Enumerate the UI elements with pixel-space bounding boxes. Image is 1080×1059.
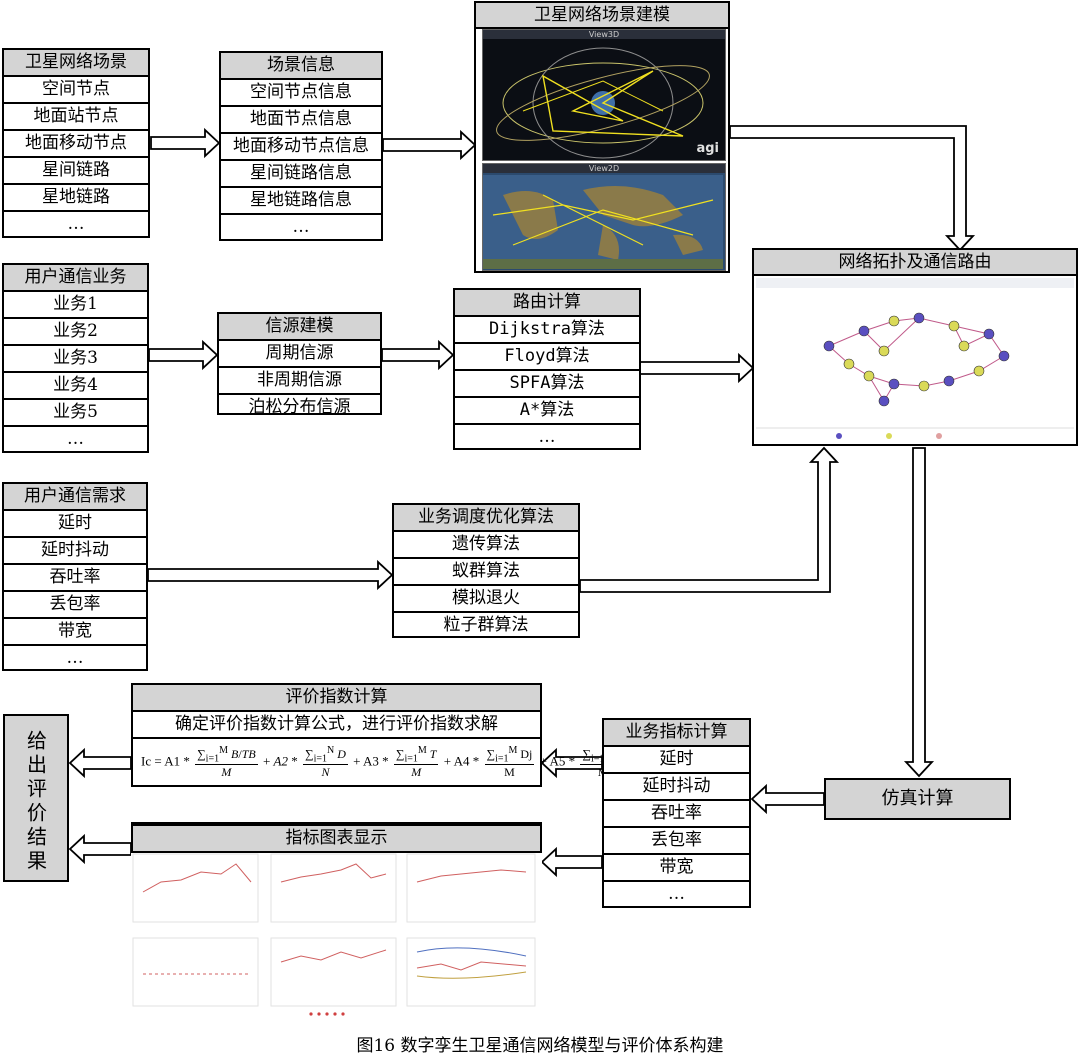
metric-item: 延时 (604, 747, 749, 774)
metric-item: 丢包率 (604, 828, 749, 855)
scheduling-item: 蚁群算法 (394, 559, 578, 586)
scene-info-item: … (292, 217, 310, 237)
demand-item: 丢包率 (4, 592, 146, 619)
scheduling-item: 粒子群算法 (443, 615, 529, 635)
metrics-header: 业务指标计算 (604, 720, 749, 747)
view2d-window: View2D (482, 163, 726, 271)
scene-info-box: 场景信息 空间节点信息 地面节点信息 地面移动节点信息 星间链路信息 星地链路信… (219, 51, 383, 241)
scene-info-item: 空间节点信息 (221, 80, 381, 107)
routing-item: Floyd算法 (455, 344, 639, 371)
service-item: 业务2 (4, 319, 147, 346)
scheduling-item: 遗传算法 (394, 532, 578, 559)
modeling-header: 卫星网络场景建模 (476, 3, 728, 29)
scenario-item: 地面移动节点 (4, 131, 148, 158)
scenario-item: … (67, 214, 85, 234)
metric-item: 吞吐率 (604, 801, 749, 828)
scenario-header: 卫星网络场景 (4, 50, 148, 77)
scene-info-item: 地面节点信息 (221, 107, 381, 134)
source-model-item: 周期信源 (219, 341, 380, 368)
service-item: 业务5 (4, 400, 147, 427)
conclusion-box: 给出评价结果 (3, 714, 69, 882)
scheduling-item: 模拟退火 (394, 586, 578, 613)
scenario-item: 空间节点 (4, 77, 148, 104)
services-box: 用户通信业务 业务1 业务2 业务3 业务4 业务5 … (2, 263, 149, 453)
scheduling-header: 业务调度优化算法 (394, 505, 578, 532)
metric-item: … (668, 884, 685, 904)
view3d-window: View3D agi (482, 29, 726, 161)
agi-logo: agi (696, 141, 719, 156)
metric-item: 带宽 (604, 855, 749, 882)
charts-header: 指标图表显示 (131, 824, 542, 853)
metrics-box: 业务指标计算 延时 延时抖动 吞吐率 丢包率 带宽 … (602, 718, 751, 908)
routing-item: A*算法 (455, 398, 639, 425)
service-item: 业务3 (4, 346, 147, 373)
routing-item: Dijkstra算法 (455, 317, 639, 344)
demand-item: … (66, 648, 84, 668)
topology-header: 网络拓扑及通信路由 (754, 250, 1076, 276)
scenario-item: 星间链路 (4, 158, 148, 185)
view3d-title: View3D (483, 30, 725, 39)
evaluation-subtitle: 确定评价指数计算公式，进行评价指数求解 (133, 712, 540, 739)
source-model-item: 非周期信源 (219, 368, 380, 395)
evaluation-header: 评价指数计算 (133, 685, 540, 712)
topology-panel: 网络拓扑及通信路由 (752, 248, 1078, 446)
service-item: 业务1 (4, 292, 147, 319)
routing-box: 路由计算 Dijkstra算法 Floyd算法 SPFA算法 A*算法 … (453, 288, 641, 450)
scheduling-box: 业务调度优化算法 遗传算法 蚁群算法 模拟退火 粒子群算法 (392, 503, 580, 638)
charts-box: 指标图表显示 (131, 822, 542, 1022)
source-model-item: 泊松分布信源 (248, 397, 351, 417)
routing-header: 路由计算 (455, 290, 639, 317)
source-model-header: 信源建模 (219, 314, 380, 341)
world-map-image (483, 175, 723, 269)
modeling-panel: 卫星网络场景建模 View3D agi View2D (474, 1, 730, 273)
simulation-box: 仿真计算 (824, 778, 1011, 820)
scene-info-item: 星间链路信息 (221, 161, 381, 188)
demands-box: 用户通信需求 延时 延时抖动 吞吐率 丢包率 带宽 … (2, 482, 148, 671)
scenario-item: 地面站节点 (4, 104, 148, 131)
conclusion-label: 给出评价结果 (23, 730, 48, 874)
scene-info-item: 地面移动节点信息 (221, 134, 381, 161)
figure-caption: 图16 数字孪生卫星通信网络模型与评价体系构建 (356, 1036, 724, 1056)
indicator-charts-image (132, 853, 536, 1016)
demand-item: 带宽 (4, 619, 146, 646)
scenario-box: 卫星网络场景 空间节点 地面站节点 地面移动节点 星间链路 星地链路 … (2, 48, 150, 238)
evaluation-box: 评价指数计算 确定评价指数计算公式，进行评价指数求解 Ic = A1 * ∑i=… (131, 683, 626, 787)
view2d-title: View2D (483, 164, 725, 173)
topology-graph-image (756, 278, 1074, 439)
demand-item: 延时 (4, 511, 146, 538)
demand-item: 吞吐率 (4, 565, 146, 592)
service-item: … (67, 429, 84, 449)
routing-item: SPFA算法 (455, 371, 639, 398)
services-header: 用户通信业务 (4, 265, 147, 292)
demand-item: 延时抖动 (4, 538, 146, 565)
routing-item: … (538, 427, 556, 447)
scene-info-header: 场景信息 (221, 53, 381, 80)
service-item: 业务4 (4, 373, 147, 400)
metric-item: 延时抖动 (604, 774, 749, 801)
scene-info-item: 星地链路信息 (221, 188, 381, 215)
scenario-item: 星地链路 (4, 185, 148, 212)
orbit-3d-image (496, 47, 710, 159)
source-model-box: 信源建模 周期信源 非周期信源 泊松分布信源 (217, 312, 382, 417)
demands-header: 用户通信需求 (4, 484, 146, 511)
